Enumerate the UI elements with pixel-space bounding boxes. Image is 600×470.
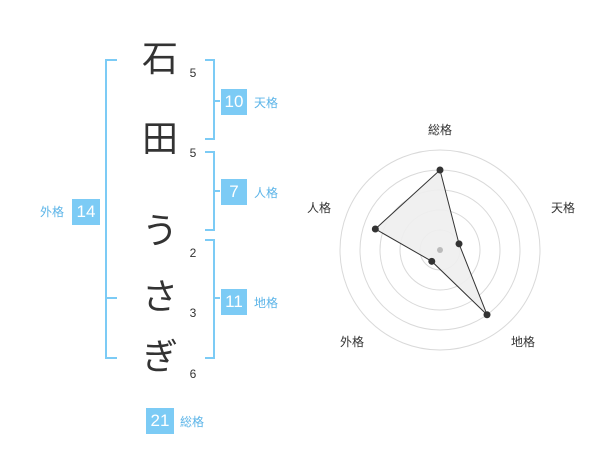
gaikaku-bracket	[105, 59, 117, 359]
radar-point-4	[428, 257, 436, 265]
chikaku-label: 地格	[254, 296, 279, 310]
jinkaku-label: 人格	[254, 186, 279, 200]
radar-ring-5	[339, 149, 541, 351]
soukaku-value: 21	[146, 408, 174, 434]
chikaku-value: 11	[221, 289, 247, 315]
radar-point-2	[455, 240, 463, 248]
radar-label-chikaku: 地格	[511, 335, 536, 349]
gaikaku-value: 14	[72, 199, 100, 225]
stroke-count-1: 5	[189, 66, 197, 80]
stroke-count-3: 2	[189, 246, 197, 260]
name-char-2: 田	[141, 119, 178, 160]
soukaku-label: 総格	[180, 415, 205, 429]
radar-points	[371, 166, 491, 319]
name-char-4: さ	[141, 277, 178, 318]
stroke-count-4: 3	[189, 306, 197, 320]
radar-center-dot	[437, 247, 443, 253]
tenkaku-value: 10	[221, 89, 247, 115]
radar-label-tenkaku: 天格	[551, 201, 576, 215]
tenkaku-bracket	[205, 59, 215, 140]
radar-point-3	[483, 311, 491, 319]
radar-point-5	[371, 225, 379, 233]
radar-area	[374, 169, 488, 316]
gaikaku-label: 外格	[40, 205, 65, 219]
radar-label-gaikaku: 外格	[340, 335, 365, 349]
stroke-count-5: 6	[189, 367, 197, 381]
stroke-count-2: 5	[189, 146, 197, 160]
name-char-3: う	[141, 211, 178, 252]
tenkaku-label: 天格	[254, 96, 279, 110]
radar-label-soukaku: 総格	[428, 123, 453, 137]
name-char-1: 石	[141, 39, 178, 80]
name-char-5: ぎ	[141, 337, 178, 378]
radar-point-1	[436, 166, 444, 174]
radar-label-jinkaku: 人格	[307, 201, 332, 215]
jinkaku-value: 7	[221, 179, 247, 205]
